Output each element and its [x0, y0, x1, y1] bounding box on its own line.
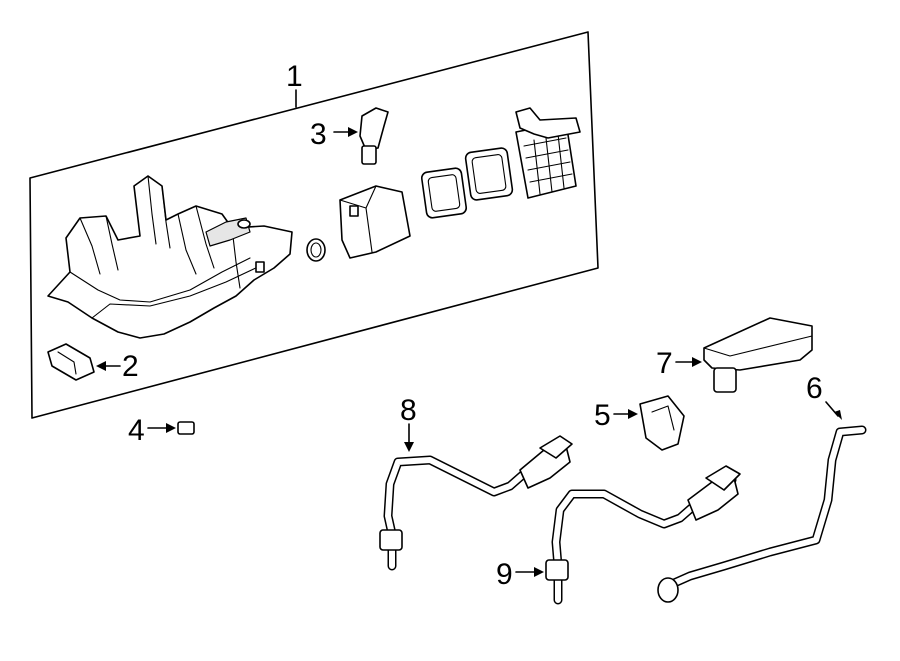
- callout-8-label: 8: [400, 394, 417, 427]
- pressure-sensor: [703, 317, 813, 393]
- callout-4-arrow: [166, 423, 176, 433]
- mounting-bracket: [639, 395, 685, 451]
- oxygen-sensor-lower: [545, 465, 741, 605]
- callout-6-arrow: [834, 410, 842, 420]
- o-ring: [306, 238, 326, 262]
- callout-9-arrow: [534, 567, 544, 577]
- vent-valve: [515, 107, 581, 199]
- filter-element-1: [420, 167, 468, 219]
- oxygen-sensor-upper: [379, 435, 573, 571]
- retaining-clip: [47, 343, 95, 381]
- evap-canister: [47, 175, 293, 339]
- vapor-hose: [177, 333, 439, 447]
- callout-5-label: 5: [594, 399, 611, 432]
- filter-element-2: [464, 147, 514, 201]
- callout-2-arrow: [96, 361, 106, 371]
- callout-9-label: 9: [496, 558, 513, 591]
- canister-assembly-panel: [29, 31, 599, 419]
- callout-4-label: 4: [128, 414, 145, 447]
- purge-tube: [657, 425, 867, 603]
- callout-5-arrow: [628, 409, 638, 419]
- callout-7-arrow: [692, 357, 702, 367]
- callout-3-label: 3: [310, 118, 327, 151]
- callout-1-label: 1: [286, 60, 303, 93]
- purge-solenoid: [359, 107, 389, 165]
- assembly-panel-outline: [29, 31, 599, 419]
- callout-6-label: 6: [806, 372, 823, 405]
- callout-8-arrow: [404, 442, 414, 452]
- callout-2-label: 2: [122, 350, 139, 383]
- callout-3-arrow: [348, 127, 358, 137]
- filter-housing: [339, 185, 411, 259]
- callout-7-label: 7: [656, 347, 673, 380]
